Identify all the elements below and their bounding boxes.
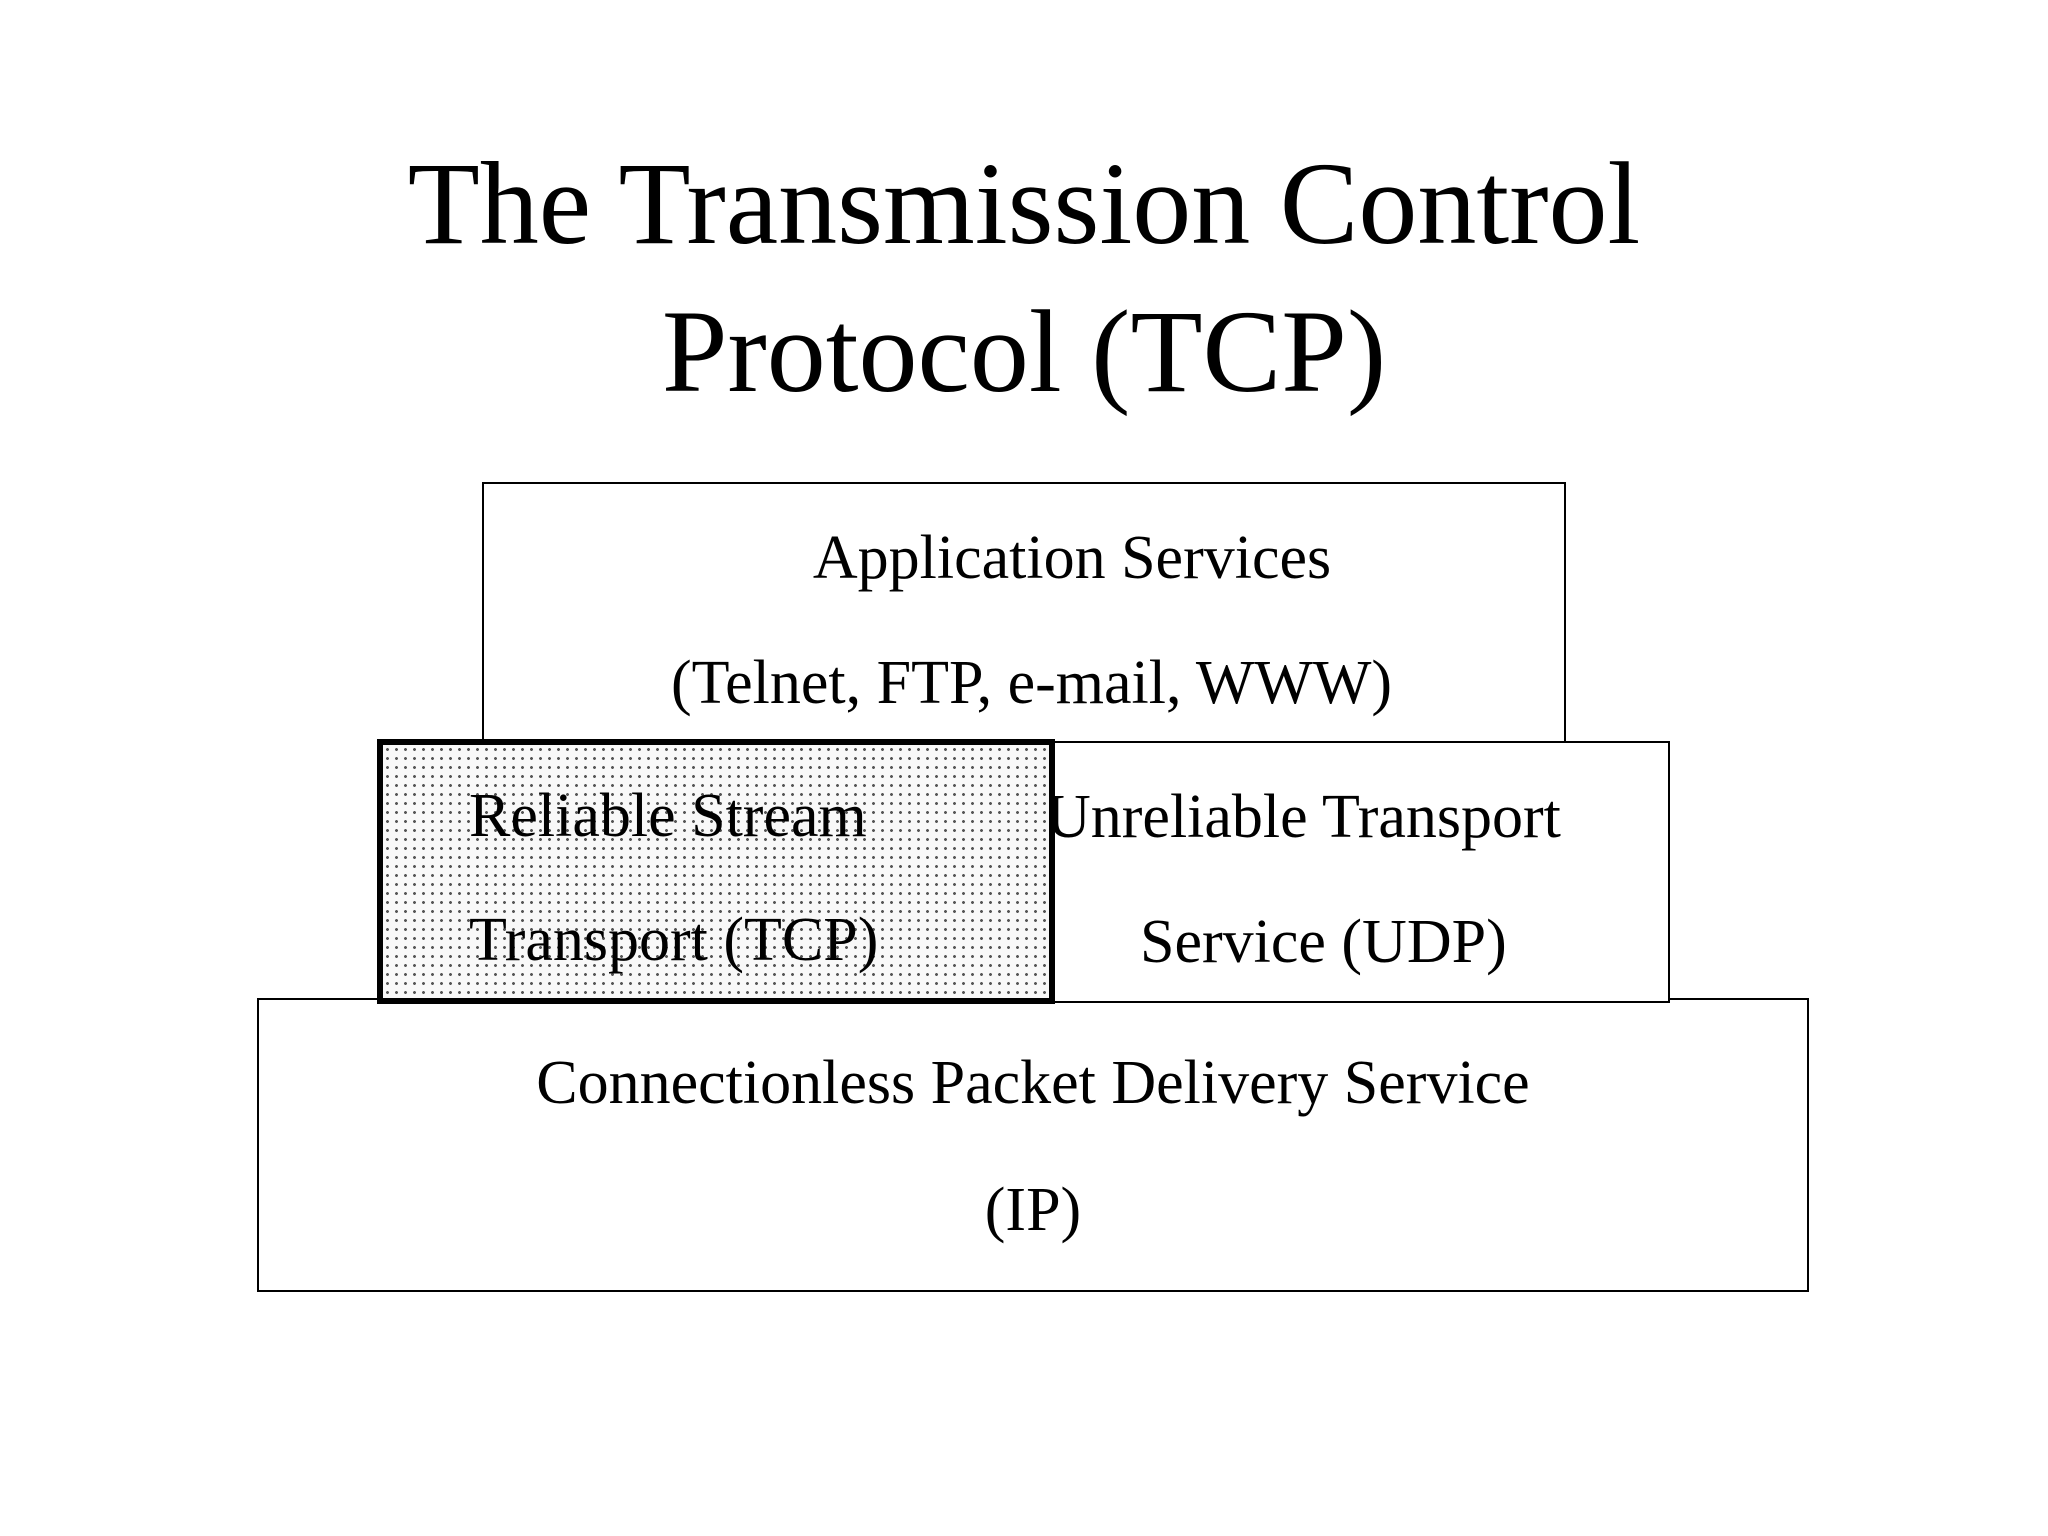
application-services-layer: Application Services (Telnet, FTP, e-mai… xyxy=(482,482,1566,745)
tcp-layer-label-line-1: Reliable Stream xyxy=(469,782,867,850)
ip-layer: Connectionless Packet Delivery Service (… xyxy=(257,998,1809,1292)
udp-layer-label-line-2: Service (UDP) xyxy=(1140,908,1507,976)
application-services-label: Application Services xyxy=(812,524,1332,592)
application-services-examples: (Telnet, FTP, e-mail, WWW) xyxy=(670,649,1393,717)
slide-title-line-1: The Transmission Control xyxy=(407,138,1641,269)
ip-layer-label-line-2: (IP) xyxy=(984,1176,1082,1244)
udp-layer: Unreliable Transport Service (UDP) xyxy=(1044,741,1670,1003)
tcp-layer-label-line-2: Transport (TCP) xyxy=(469,906,879,974)
ip-layer-label-line-1: Connectionless Packet Delivery Service xyxy=(536,1049,1530,1117)
tcp-layer-highlighted: Reliable Stream Transport (TCP) xyxy=(377,739,1055,1004)
udp-layer-label-line-1: Unreliable Transport xyxy=(1046,783,1561,851)
slide-title: The Transmission Control Protocol (TCP) xyxy=(0,130,2048,426)
slide-title-line-2: Protocol (TCP) xyxy=(661,286,1387,417)
